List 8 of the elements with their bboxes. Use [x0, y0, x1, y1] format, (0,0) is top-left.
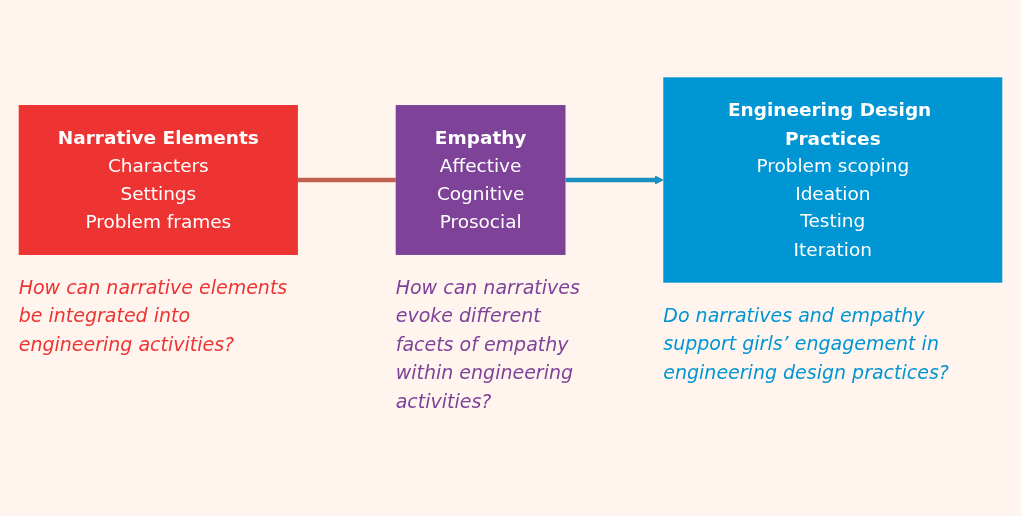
node-box: Engineering Design Practices Problem scoping Ideation Testing Iteration [663, 77, 1003, 283]
connector [297, 177, 396, 183]
question-text: How can narrative elements be integrated into engineering activities? [18, 274, 289, 357]
node-box: Empathy Affective Cognitive Prosocial [395, 105, 566, 255]
arrow [565, 175, 664, 185]
question-text: How can narratives evoke different facets of empathy within engineering activities? [395, 274, 581, 414]
question-text: Do narratives and empathy support girls’ engagement in engineering design practices? [663, 302, 950, 385]
node-box: Narrative Elements Characters Settings Problem frames [18, 105, 298, 255]
